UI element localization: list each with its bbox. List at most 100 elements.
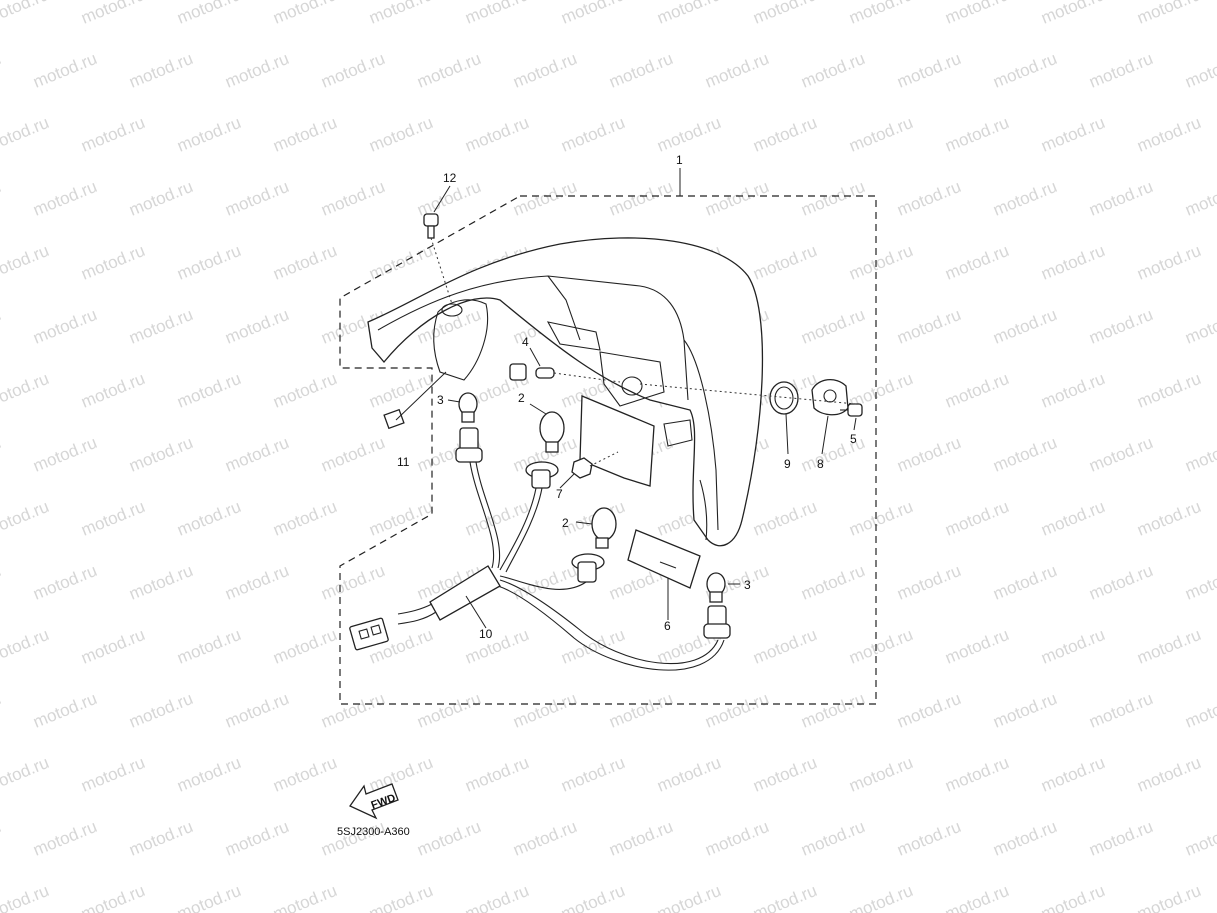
callout-2a-leader <box>529 403 547 415</box>
callout-2b-leader <box>575 521 593 525</box>
socket-right <box>703 605 731 639</box>
callout-12-leader <box>433 185 451 213</box>
watermark-text: motod.ru <box>990 49 1059 92</box>
watermark-text: motod.ru <box>606 177 675 220</box>
watermark-text: motod.ru <box>654 753 723 796</box>
watermark-text: motod.ru <box>78 625 147 668</box>
callout-11: 11 <box>397 455 410 469</box>
watermark-text: motod.ru <box>174 113 243 156</box>
watermark-text: motod.ru <box>174 241 243 284</box>
watermark-text: motod.ru <box>942 881 1011 913</box>
watermark-text: motod.ru <box>798 177 867 220</box>
callout-2a: 2 <box>518 391 525 405</box>
watermark-text: motod.ru <box>366 881 435 913</box>
watermark-text: motod.ru <box>558 881 627 913</box>
watermark-text: motod.ru <box>270 497 339 540</box>
watermark-text: motod.ru <box>1086 433 1155 476</box>
watermark-text: motod.ru <box>990 561 1059 604</box>
part-3-bulb-right <box>706 572 726 603</box>
watermark-text: motod.ru <box>1134 369 1203 412</box>
watermark-text: motod.ru <box>1086 49 1155 92</box>
watermark-text: motod.ru <box>270 241 339 284</box>
watermark-text: motod.ru <box>366 369 435 412</box>
callout-2b: 2 <box>562 516 569 530</box>
watermark-text: motod.ru <box>0 49 4 92</box>
callout-12: 12 <box>443 171 457 185</box>
watermark-text: motod.ru <box>942 497 1011 540</box>
part-7-nut <box>571 451 619 479</box>
watermark-text: motod.ru <box>1086 305 1155 348</box>
watermark-text: motod.ru <box>222 689 291 732</box>
watermark-text: motod.ru <box>510 49 579 92</box>
watermark-text: motod.ru <box>222 49 291 92</box>
watermark-text: motod.ru <box>30 817 99 860</box>
callout-7-leader <box>559 473 575 489</box>
watermark-text: motod.ru <box>318 689 387 732</box>
watermark-text: motod.ru <box>702 177 771 220</box>
callout-9-leader <box>785 413 789 455</box>
socket-left <box>455 427 483 463</box>
watermark-text: motod.ru <box>318 177 387 220</box>
watermark-text: motod.ru <box>0 369 52 412</box>
callout-8: 8 <box>817 457 824 471</box>
watermark-text: motod.ru <box>750 241 819 284</box>
watermark-text: motod.ru <box>1182 561 1217 604</box>
callout-1: 1 <box>676 153 683 167</box>
watermark-text: motod.ru <box>894 177 963 220</box>
watermark-text: motod.ru <box>318 49 387 92</box>
watermark-text: motod.ru <box>126 49 195 92</box>
watermark-text: motod.ru <box>1134 625 1203 668</box>
watermark-text: motod.ru <box>126 177 195 220</box>
watermark-text: motod.ru <box>990 177 1059 220</box>
callout-10-leader <box>465 595 487 629</box>
watermark-text: motod.ru <box>78 113 147 156</box>
watermark-text: motod.ru <box>126 433 195 476</box>
watermark-text: motod.ru <box>654 881 723 913</box>
watermark-text: motod.ru <box>654 0 723 28</box>
assembly-boundary <box>339 195 877 705</box>
watermark-text: motod.ru <box>78 881 147 913</box>
watermark-text: motod.ru <box>942 241 1011 284</box>
watermark-text: motod.ru <box>990 305 1059 348</box>
watermark-text: motod.ru <box>270 625 339 668</box>
watermark-text: motod.ru <box>0 177 4 220</box>
socket-lower <box>571 553 605 583</box>
part-12-screw <box>423 213 453 305</box>
callout-4: 4 <box>522 335 529 349</box>
part-5-screw <box>840 403 863 417</box>
callout-4-leader <box>529 347 541 367</box>
fastener-axis <box>639 383 857 405</box>
watermark-text: motod.ru <box>846 241 915 284</box>
watermark-text: motod.ru <box>174 497 243 540</box>
part-6-lens <box>627 529 701 589</box>
watermark-text: motod.ru <box>414 689 483 732</box>
watermark-text: motod.ru <box>894 561 963 604</box>
watermark-text: motod.ru <box>1134 881 1203 913</box>
watermark-text: motod.ru <box>126 689 195 732</box>
watermark-text: motod.ru <box>990 689 1059 732</box>
callout-5: 5 <box>850 432 857 446</box>
watermark-text: motod.ru <box>0 497 52 540</box>
watermark-text: motod.ru <box>846 0 915 28</box>
watermark-text: motod.ru <box>1038 881 1107 913</box>
watermark-text: motod.ru <box>846 881 915 913</box>
watermark-text: motod.ru <box>846 497 915 540</box>
watermark-text: motod.ru <box>0 561 4 604</box>
callout-8-leader <box>821 415 829 455</box>
watermark-text: motod.ru <box>30 49 99 92</box>
part-11-nut <box>383 371 447 430</box>
watermark-text: motod.ru <box>942 625 1011 668</box>
part-10-wire-harness <box>349 461 725 671</box>
watermark-text: motod.ru <box>318 817 387 860</box>
watermark-text: motod.ru <box>78 369 147 412</box>
watermark-text: motod.ru <box>798 561 867 604</box>
watermark-text: motod.ru <box>1038 113 1107 156</box>
watermark-text: motod.ru <box>1182 177 1217 220</box>
watermark-text: motod.ru <box>174 881 243 913</box>
watermark-text: motod.ru <box>1038 0 1107 28</box>
watermark-text: motod.ru <box>270 113 339 156</box>
watermark-text: motod.ru <box>270 753 339 796</box>
watermark-text: motod.ru <box>0 689 4 732</box>
watermark-text: motod.ru <box>462 625 531 668</box>
watermark-text: motod.ru <box>750 497 819 540</box>
